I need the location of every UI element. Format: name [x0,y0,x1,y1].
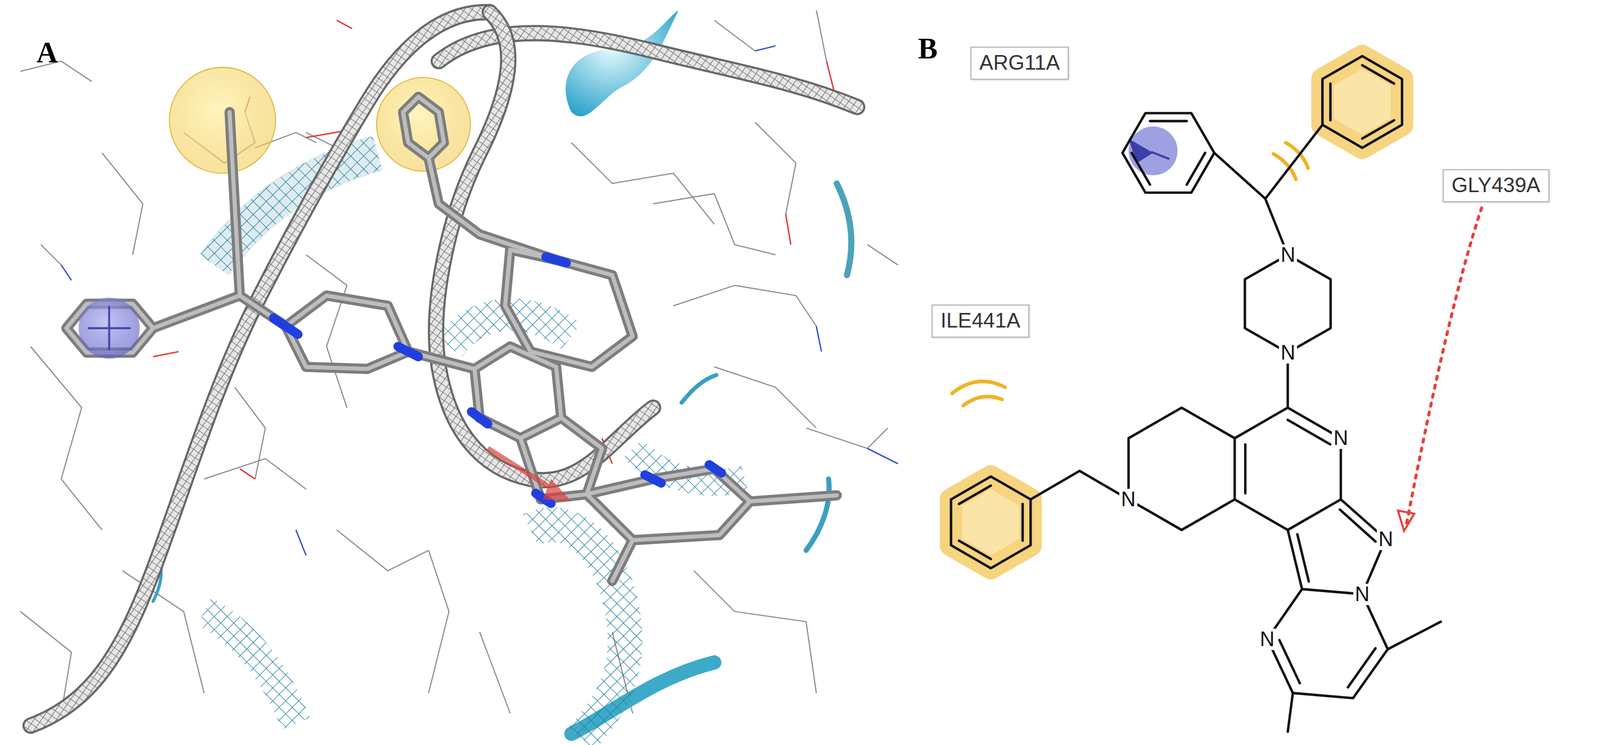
residue-box: GLY439A [1442,169,1550,203]
aromatic-sphere [78,297,140,360]
atom-label: N [1278,342,1297,364]
panel-letter: A [36,38,58,68]
panel-letter: B [918,34,938,64]
protein-ribbon [152,10,852,735]
atom-label: N [1119,489,1138,511]
aromatic-ring-marker [1128,126,1178,176]
hbond-arrow [487,448,572,502]
ligand-sticks [66,96,837,582]
residue-name: GLY439A [1451,173,1541,198]
hydrophobic-sphere [169,67,276,174]
residue-box: ILE441A [931,304,1030,338]
protein-tube [30,12,857,727]
hydrophobic-sphere [376,77,471,172]
atom-label: N [1278,244,1297,266]
residue-name: ARG11A [979,51,1060,76]
atom-label: N [1258,629,1277,651]
residue-box: ARG11A [970,46,1069,80]
aromatic-marker [87,305,131,351]
ligand-structure [951,56,1441,733]
atom-label: N [1376,529,1395,551]
residue-name: ILE441A [940,309,1021,334]
atom-label: N [1353,584,1372,606]
hbond-leader [1398,208,1482,532]
atom-label: N [1331,427,1350,450]
protein-wireframe [20,10,898,714]
